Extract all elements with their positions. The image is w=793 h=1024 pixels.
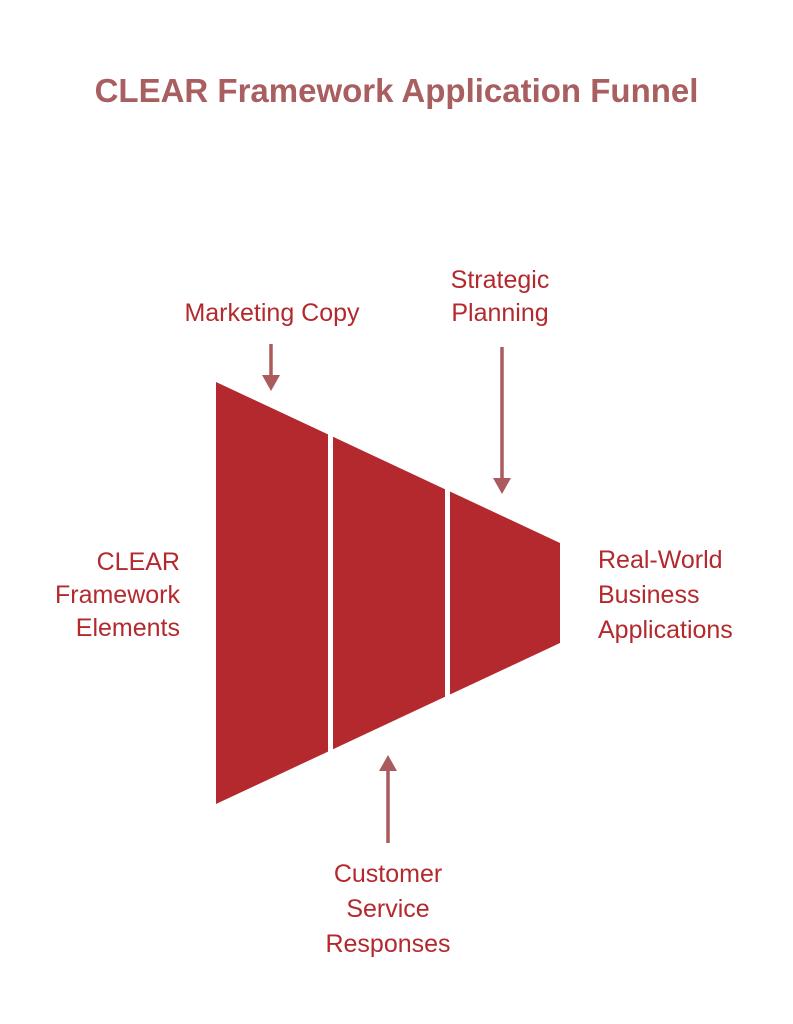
funnel-segment-2 bbox=[333, 436, 445, 750]
clear-framework-elements-label: CLEAR Framework Elements bbox=[54, 548, 180, 642]
funnel-segment-1 bbox=[216, 382, 328, 804]
strategic-planning-label: Strategic Planning bbox=[450, 266, 550, 327]
strategic-planning-arrow bbox=[493, 347, 511, 494]
diagram-title: CLEAR Framework Application Funnel bbox=[94, 72, 699, 109]
funnel-segment-3 bbox=[450, 491, 560, 695]
marketing-copy-arrow bbox=[262, 344, 280, 391]
customer-service-arrow bbox=[379, 755, 397, 843]
marketing-copy-label: Marketing Copy bbox=[184, 299, 360, 327]
customer-service-label: Customer Service Responses bbox=[325, 860, 451, 958]
real-world-applications-label: Real-World Business Applications bbox=[598, 546, 733, 644]
